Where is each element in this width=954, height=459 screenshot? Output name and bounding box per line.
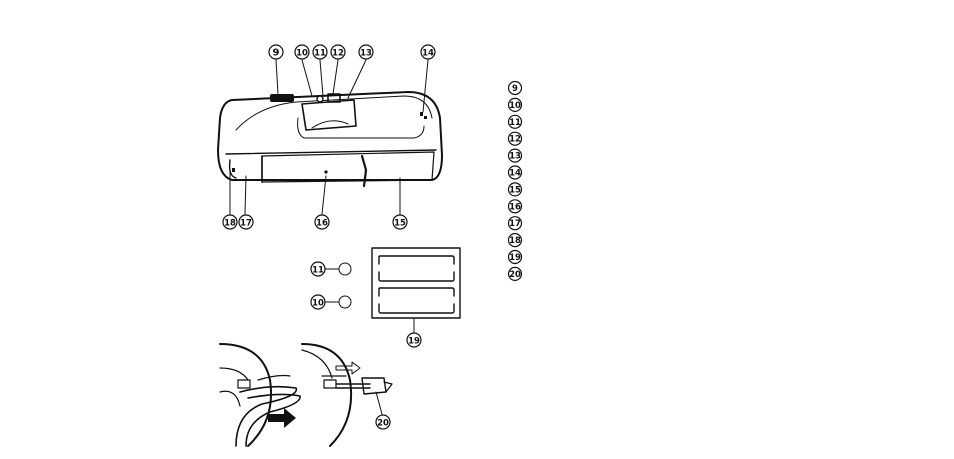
legend-circle [507,266,523,281]
legend-item-10: 10 [507,97,523,113]
callout-11-label: 11 [314,49,326,59]
legend-circle [507,148,523,163]
legend-item-13: 13 [507,148,523,163]
callout-17: 17 [238,214,254,230]
strap-step-2 [301,343,393,447]
legend-circle [507,114,523,129]
legend-item-19: 19 [507,249,523,265]
camera-body [217,91,443,181]
legend-circle [507,165,523,180]
legend-item-9: 9 [507,80,523,96]
callout-12-label: 12 [332,49,344,59]
callout-18: 18 [222,214,238,230]
callout-19: 19 [406,332,422,348]
legend-item-15: 15 [507,182,523,197]
legend-item-18: 18 [507,233,523,248]
legend-number: 12 [509,135,521,145]
legend-number: 10 [509,101,521,111]
camera-side-markings [232,112,427,172]
callout-14-label: 14 [422,49,434,59]
legend-item-12: 12 [507,131,523,146]
legend-circle [507,199,523,214]
legend-circle [507,80,523,96]
callout-12: 12 [330,44,346,60]
legend-circle [507,182,523,197]
camera-viewfinder-hump [301,93,357,131]
camera-shutter-slider [270,94,294,102]
strap-step-1 [219,343,301,447]
callout-16: 16 [314,214,330,230]
legend-item-20: 20 [507,266,523,281]
legend-number: 9 [512,84,518,94]
leader-lines-top [229,59,429,215]
legend-number: 17 [509,219,521,229]
symbol-indicator-10 [324,295,352,309]
callout-18-label: 18 [224,219,236,229]
legend-circle [507,249,523,265]
callout-11-symbol-label: 11 [312,266,324,276]
legend-item-16: 16 [507,199,523,214]
callout-15: 15 [392,214,408,230]
legend-number: 15 [509,185,521,195]
legend-number: 13 [509,152,521,162]
legend-circle [507,97,523,113]
callout-20-label: 20 [377,419,389,429]
legend-item-11: 11 [507,114,523,129]
legend-circle [507,216,523,231]
callout-15-label: 15 [394,219,406,229]
legend-number: 11 [509,118,521,128]
callout-16-label: 16 [316,219,328,229]
viewfinder-frame [371,247,461,333]
camera-front-panel [261,151,435,188]
legend-number: 18 [509,236,521,246]
legend-number: 16 [509,202,521,212]
callouts: 9 10 11 12 13 14 18 17 16 15 11 10 19 20 [222,44,436,430]
legend-number: 20 [509,270,521,280]
legend-circle [507,131,523,146]
arrow-right-icon [268,408,296,428]
callout-13-label: 13 [360,49,372,59]
callout-10-symbol-label: 10 [312,299,324,309]
legend-number: 19 [509,253,521,263]
callout-9: 9 [268,44,284,60]
symbol-indicator-11 [324,262,352,276]
legend-item-14: 14 [507,165,523,180]
callout-20: 20 [375,414,391,430]
callout-17-label: 17 [240,219,252,229]
callout-10-label: 10 [296,49,308,59]
callout-19-label: 19 [408,337,420,347]
legend-number: 14 [509,169,521,179]
callout-9-label: 9 [273,48,280,59]
legend-item-17: 17 [507,216,523,231]
callout-11-symbol: 11 [310,261,326,277]
legend-circle [507,233,523,248]
callout-13: 13 [358,44,374,60]
callout-10-symbol: 10 [310,294,326,310]
callout-11: 11 [312,44,328,60]
legend-list: 9 10 11 12 13 14 15 16 17 18 19 20 [507,80,523,281]
callout-14: 14 [420,44,436,60]
callout-10: 10 [294,44,310,60]
